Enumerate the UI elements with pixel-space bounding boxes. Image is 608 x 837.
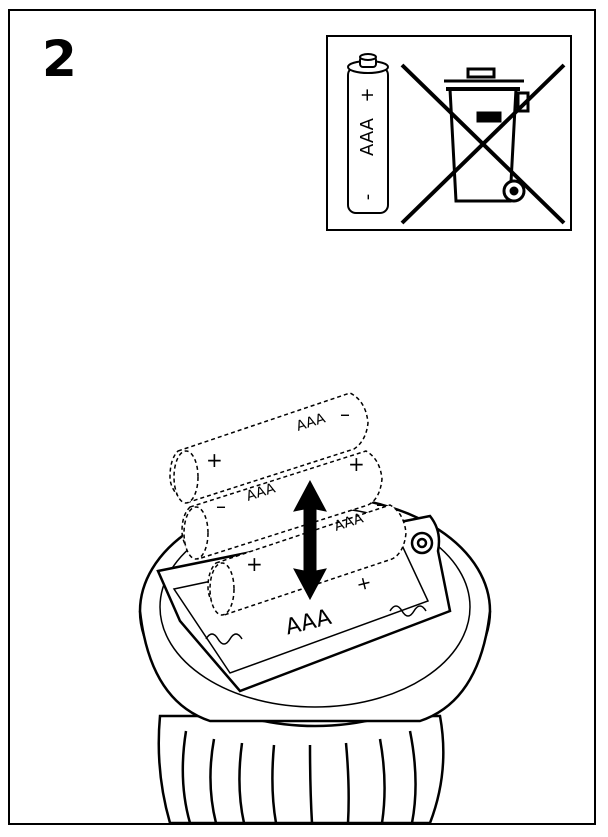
battery-2-minus: – <box>216 494 226 518</box>
battery-type-label: AAA <box>357 117 378 156</box>
battery-disposal-warning: + AAA - <box>326 35 572 231</box>
battery-1-minus: – <box>340 402 350 426</box>
step-number: 2 <box>42 30 77 88</box>
battery-2-plus: + <box>348 452 365 476</box>
instruction-panel: 2 + AAA - <box>8 9 596 825</box>
compartment-plus-2: + <box>354 572 374 596</box>
aaa-battery-icon: + AAA - <box>347 53 389 214</box>
battery-minus-label: - <box>357 194 378 201</box>
battery-1-plus: + <box>206 448 223 472</box>
battery-3-minus: – <box>376 492 386 516</box>
battery-installation-illustration: AAA + + AAA + – AAA – + AAA + – <box>138 392 492 823</box>
battery-3-plus: + <box>246 552 263 576</box>
double-headed-arrow-icon <box>293 479 327 601</box>
battery-plus-label: + <box>357 87 378 102</box>
crossed-out-wheelie-bin-icon <box>400 63 566 225</box>
